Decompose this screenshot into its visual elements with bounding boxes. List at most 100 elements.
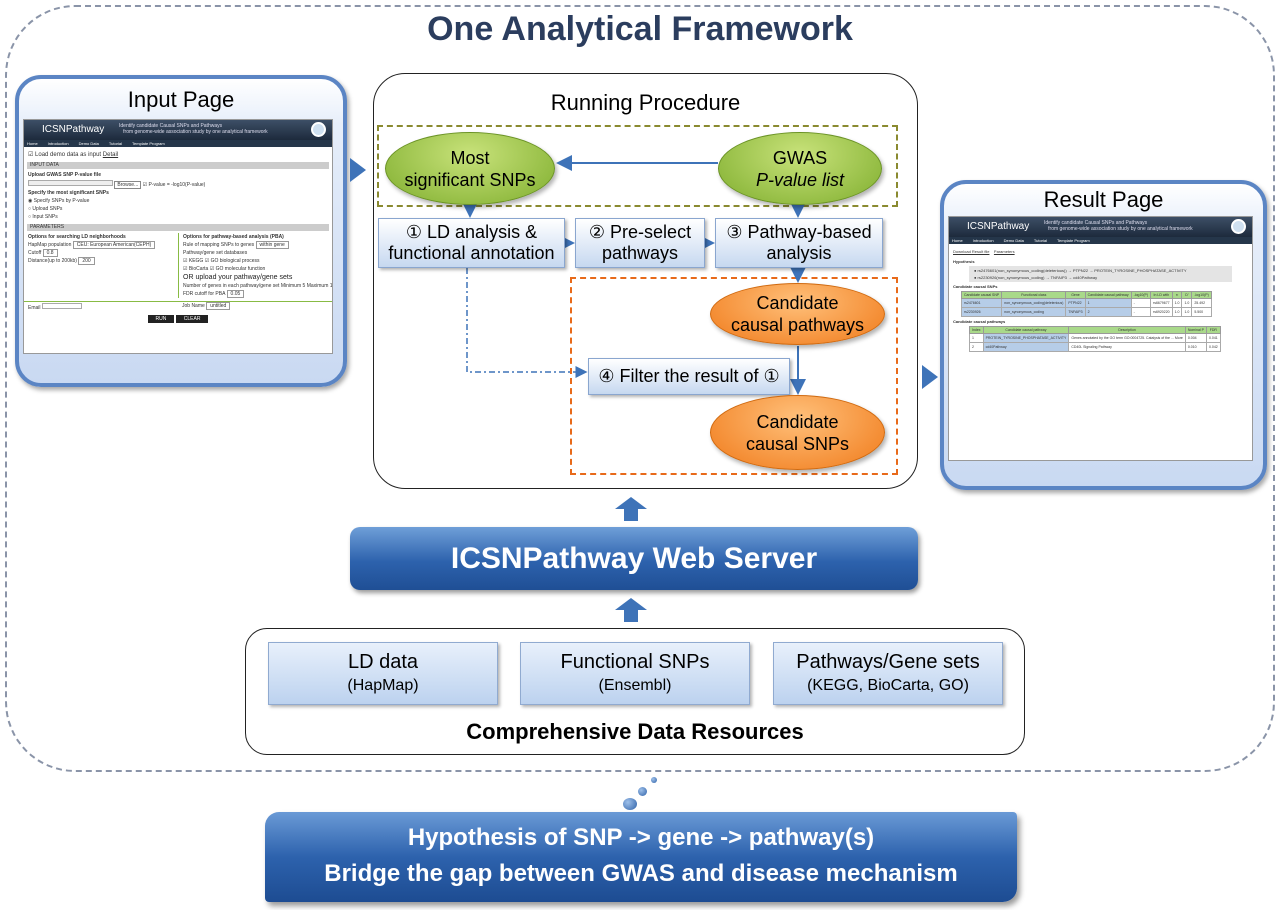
input-page-title: Input Page — [127, 87, 235, 112]
thought-dot — [623, 798, 637, 810]
table-cell: rs6920220 — [1150, 307, 1173, 317]
nav-template[interactable]: Template Program — [132, 141, 165, 146]
table-header: FDR — [1205, 326, 1221, 334]
nav-demo-data[interactable]: Demo Data — [78, 141, 99, 146]
table-cell: 2 — [969, 342, 984, 352]
table-cell: 1.0 — [1181, 307, 1193, 317]
table-cell: 0.004 — [1184, 333, 1207, 343]
tagline: Identify candidate Causal SNPs and Pathw… — [1044, 220, 1148, 226]
db-label: Pathway/gene set databases — [183, 250, 248, 256]
pba-options-label: Options for pathway-based analysis (PBA) — [183, 234, 284, 240]
nav-tutorial[interactable]: Tutorial — [1033, 238, 1048, 243]
thought-dot — [651, 777, 657, 783]
resource-pathways: Pathways/Gene sets(KEGG, BioCarta, GO) — [773, 642, 1003, 705]
load-demo-checkbox[interactable]: Load demo data as input — [35, 152, 102, 158]
arrow-right-icon — [350, 158, 366, 182]
pvalue-option[interactable]: P-value = -log10(P-value) — [148, 182, 206, 188]
rule-select[interactable]: within gene — [255, 241, 289, 249]
table-cell: non_synonymous_coding(deleterious) — [1001, 298, 1067, 308]
nav-demo-data[interactable]: Demo Data — [1003, 238, 1024, 243]
pathways-title: Candidate causal pathways — [953, 319, 1006, 324]
resource-ld-data: LD data(HapMap) — [268, 642, 498, 705]
table-cell: non_synonymous_coding — [1001, 307, 1067, 317]
table-header: Description — [1068, 326, 1186, 334]
hypothesis-label: Hypothesis — [953, 259, 975, 264]
hypothesis-line: rs2230926(non_synonymous_coding) → TNFAI… — [977, 275, 1098, 280]
email-input[interactable] — [41, 303, 82, 309]
table-cell: CD40L Signaling Pathway — [1068, 342, 1186, 352]
cutoff-input[interactable]: 0.8 — [42, 249, 58, 257]
distance-input[interactable]: 200 — [78, 257, 95, 265]
option-input-snps[interactable]: Input SNPs — [32, 214, 58, 220]
min-label: Minimum — [280, 283, 302, 289]
nav-tutorial[interactable]: Tutorial — [108, 141, 123, 146]
ld-options-label: Options for searching LD neighborhoods — [28, 234, 126, 240]
nav-template[interactable]: Template Program — [1057, 238, 1090, 243]
max-input[interactable]: 100 — [329, 283, 333, 289]
browse-button[interactable]: Browse... — [114, 181, 142, 189]
step1-ld-analysis: ① LD analysis &functional annotation — [378, 218, 565, 268]
table-cell: 0.042 — [1205, 342, 1221, 352]
min-input[interactable]: 5 — [302, 283, 306, 289]
table-cell: 1.0 — [1171, 298, 1183, 308]
main-title: One Analytical Framework — [427, 10, 853, 48]
output-group-box — [570, 277, 898, 475]
file-input[interactable] — [28, 180, 113, 186]
nav-home[interactable]: Home — [27, 141, 38, 146]
table-cell: cd40Pathway — [982, 342, 1070, 352]
db-kegg[interactable]: KEGG — [188, 258, 204, 264]
table-cell: rs2230926 — [960, 307, 1003, 317]
fdr-input[interactable]: 0.05 — [226, 290, 245, 298]
input-group-box — [377, 125, 898, 207]
step4-filter: ④ Filter the result of ① — [588, 358, 790, 395]
arrow-up-icon — [615, 497, 647, 521]
table-cell: 1 — [1084, 298, 1132, 308]
job-input[interactable]: untitled — [206, 302, 231, 310]
running-procedure-title: Running Procedure — [550, 90, 741, 115]
input-page-screenshot: ICSNPathway Identify candidate Causal SN… — [23, 119, 333, 354]
hapmap-label: HapMap population — [28, 242, 72, 248]
arrow-ld-to-filter — [466, 268, 588, 378]
option-upload-snps[interactable]: Upload SNPs — [32, 206, 63, 212]
detail-link[interactable]: Detail — [102, 152, 119, 158]
genes-label: Number of genes in each pathway/gene set — [183, 283, 280, 289]
nav-introduction[interactable]: Introduction — [972, 238, 994, 243]
db-biocarta[interactable]: BioCarta — [188, 266, 209, 272]
table-header: D' — [1181, 291, 1193, 299]
option-by-pvalue[interactable]: Specify SNPs by P-value — [33, 198, 90, 204]
nav-bar: Home Introduction Demo Data Tutorial Templat… — [24, 140, 332, 147]
nav-home[interactable]: Home — [952, 238, 963, 243]
hypothesis-line: rs2476601(non_synonymous_coding(deleteri… — [977, 268, 1187, 273]
job-label: Job Name — [182, 303, 205, 309]
table-header: Functional class — [1001, 291, 1067, 299]
input-data-section: INPUT DATA — [27, 162, 329, 169]
table-cell: 0.010 — [1184, 342, 1207, 352]
table-cell: 1 — [969, 333, 984, 343]
run-button[interactable]: RUN — [147, 315, 175, 323]
max-label: Maximum — [306, 283, 329, 289]
db-go-bp[interactable]: GO biological process — [210, 258, 260, 264]
tagline: Identify candidate Causal SNPs and Pathw… — [119, 123, 223, 129]
table-cell: 0.041 — [1205, 333, 1221, 343]
fdr-label: FDR cutoff for PBA — [183, 291, 226, 297]
snps-title: Candidate causal SNPs — [953, 284, 998, 289]
table-cell: 2 — [1084, 307, 1132, 317]
clear-button[interactable]: CLEAR — [175, 315, 209, 323]
input-page-panel: Input Page ICSNPathway Identify candidat… — [15, 75, 347, 387]
result-page-screenshot: ICSNPathway Identify candidate Causal SN… — [948, 216, 1253, 461]
db-go-mf[interactable]: GO molecular function — [215, 266, 266, 272]
hapmap-select[interactable]: CEU: European American(CEPH) — [72, 241, 156, 249]
nav-introduction[interactable]: Introduction — [47, 141, 69, 146]
own-upload-label: OR upload your pathway/gene sets — [183, 274, 293, 281]
cutoff-label: Cutoff — [28, 250, 42, 256]
download-link[interactable]: Download Result file — [953, 249, 990, 254]
table-cell: rs6679677 — [1150, 298, 1173, 308]
parameters-link[interactable]: Parameters — [993, 249, 1015, 254]
